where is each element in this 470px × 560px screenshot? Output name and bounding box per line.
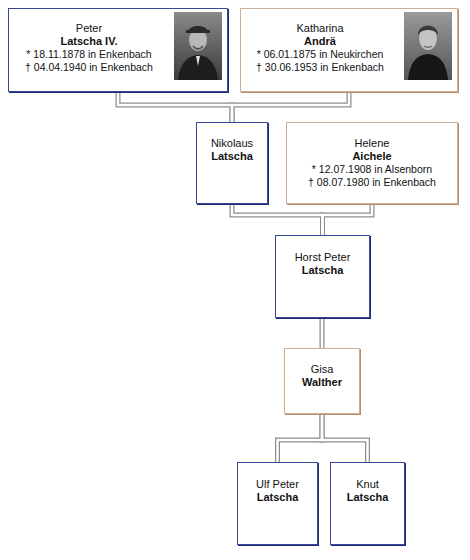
person-box: KatharinaAndrä* 06.01.1875 in Neukirchen…	[240, 8, 458, 92]
person-box: Ulf PeterLatscha	[237, 462, 318, 545]
death-date: † 08.07.1980 in Enkenbach	[308, 176, 436, 189]
given-name: Gisa	[311, 363, 334, 376]
surname: Aichele	[352, 150, 391, 163]
person-box: PeterLatscha IV.* 18.11.1878 in Enkenbac…	[8, 8, 228, 92]
descent-line-inner	[232, 92, 349, 122]
surname: Latscha	[302, 264, 344, 277]
person-box: HeleneAichele* 12.07.1908 in Alsenborn† …	[286, 122, 458, 204]
descent-line	[232, 204, 323, 235]
descent-line-inner	[323, 204, 373, 235]
given-name: Nikolaus	[211, 137, 253, 150]
surname: Latscha	[257, 491, 299, 504]
surname: Latscha IV.	[60, 35, 117, 48]
descent-line-inner	[278, 414, 323, 462]
surname: Latscha	[211, 150, 253, 163]
person-box: Horst PeterLatscha	[275, 235, 370, 318]
surname: Walther	[302, 376, 342, 389]
surname: Andrä	[304, 35, 336, 48]
person-box: NikolausLatscha	[196, 122, 268, 204]
descent-line	[322, 414, 368, 462]
given-name: Knut	[356, 478, 379, 491]
descent-line	[232, 92, 349, 122]
descent-line-inner	[322, 414, 368, 462]
given-name: Ulf Peter	[256, 478, 299, 491]
descent-line	[320, 318, 325, 348]
given-name: Katharina	[296, 22, 343, 35]
descent-line	[278, 414, 323, 462]
descent-line	[118, 92, 232, 122]
given-name: Helene	[355, 137, 390, 150]
birth-date: * 18.11.1878 in Enkenbach	[26, 48, 151, 61]
person-box: KnutLatscha	[330, 462, 405, 545]
portrait-photo	[174, 12, 222, 80]
given-name: Horst Peter	[295, 251, 351, 264]
descent-line-inner	[232, 204, 323, 235]
descent-line	[323, 204, 373, 235]
given-name: Peter	[76, 22, 102, 35]
descent-line-inner	[321, 318, 324, 348]
death-date: † 04.04.1940 in Enkenbach	[25, 61, 153, 74]
birth-date: * 12.07.1908 in Alsenborn	[312, 163, 432, 176]
person-box: GisaWalther	[284, 348, 360, 414]
surname: Latscha	[347, 491, 389, 504]
descent-line-inner	[118, 92, 232, 122]
portrait-photo	[404, 12, 452, 80]
death-date: † 30.06.1953 in Enkenbach	[256, 61, 384, 74]
birth-date: * 06.01.1875 in Neukirchen	[257, 48, 384, 61]
